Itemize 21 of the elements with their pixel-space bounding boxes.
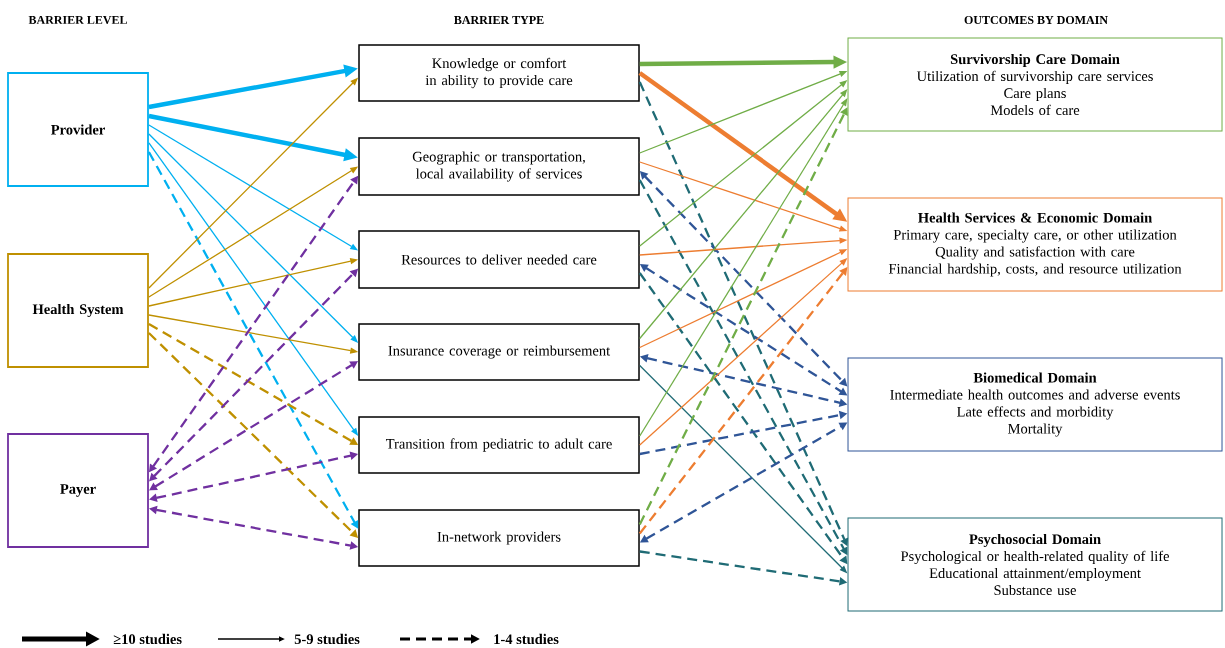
level-box: Provider bbox=[7, 72, 149, 187]
domain-box: Survivorship Care Domain Utilization of survivorship care services Care plans Models of care bbox=[847, 37, 1223, 132]
legend-text: 5-9 studies bbox=[294, 633, 360, 645]
barrier-box: Geographic or transportation, local availability of services bbox=[358, 137, 640, 196]
domain-box: Biomedical Domain Intermediate health outcomes and adverse events Late effects and morbidity Mortality bbox=[847, 357, 1223, 452]
arrow bbox=[639, 98, 848, 437]
barrier-box: Transition from pediatric to adult care bbox=[358, 416, 640, 474]
column-heading: BARRIER TYPE bbox=[454, 16, 544, 24]
column-heading: BARRIER LEVEL bbox=[28, 15, 127, 25]
legend-text: ≥10 studies bbox=[113, 633, 182, 645]
level-box: Payer bbox=[7, 433, 149, 548]
domain-box: Psychosocial Domain Psychological or health-related quality of life Educational attainment/employment Substance use bbox=[847, 517, 1223, 612]
arrow bbox=[147, 151, 359, 529]
level-box: Health System bbox=[7, 253, 149, 368]
domain-box: Health Services & Economic Domain Primary care, specialty care, or other utilization Quality and satisfaction with care Financial hardship, costs, and resource utilization bbox=[847, 197, 1223, 292]
legend-text: 1-4 studies bbox=[494, 633, 559, 645]
barrier-box: Resources to deliver needed care bbox=[358, 230, 640, 289]
barrier-box: Insurance coverage or reimbursement bbox=[358, 323, 640, 381]
barrier-box: Knowledge or comfort in ability to provide care bbox=[358, 44, 640, 102]
barrier-box: In-network providers bbox=[358, 509, 640, 567]
column-heading: OUTCOMES BY DOMAIN bbox=[964, 15, 1108, 24]
